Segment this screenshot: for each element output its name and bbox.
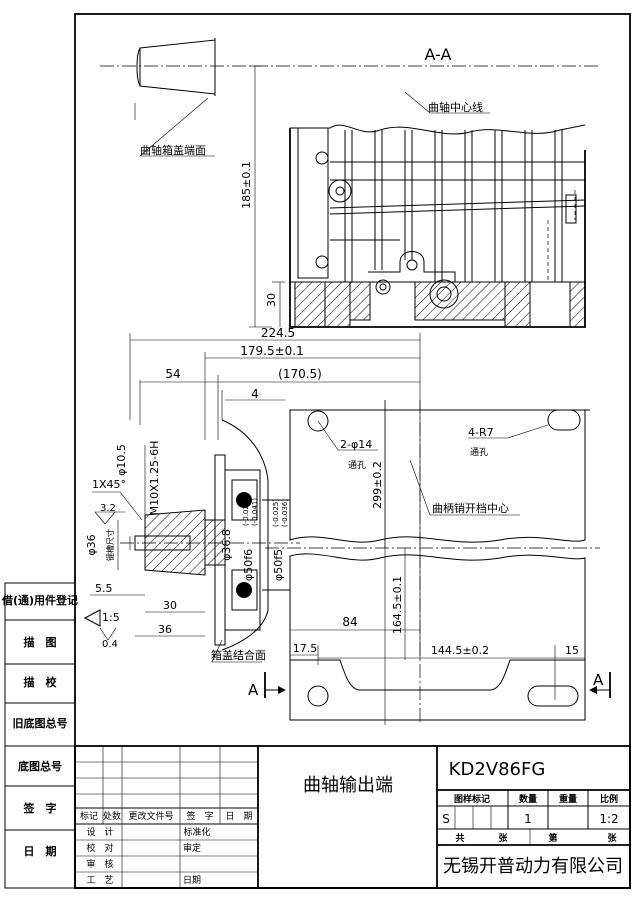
dim-179-5: 179.5±0.1 (240, 344, 304, 358)
dim-dia36-8: φ36.8 (220, 529, 233, 561)
label-cover-mating-face: 箱盖结合面 (211, 648, 266, 662)
label-standard: 标准化 (183, 826, 210, 838)
tol-f6-upper: (-0.025) (242, 498, 250, 526)
label-roughness: 3.2 (100, 503, 116, 514)
qty-value: 1 (524, 812, 532, 826)
section-marker-left: A (248, 681, 259, 699)
company-name: 无锡开普动力有限公司 (443, 856, 623, 877)
side-row-6: 签 字 (23, 801, 57, 815)
rev-header-1: 标记 (80, 810, 98, 822)
mark-value: S (442, 812, 450, 826)
side-row-4: 旧底图总号 (13, 716, 68, 730)
sheet-unit-2: 张 (607, 832, 617, 844)
tol-f6-lower: (-0.041) (251, 498, 259, 526)
rev-header-4: 签 字 (186, 810, 213, 822)
rev-header-2: 处数 (103, 810, 121, 822)
label-taper-tol: 0.4 (102, 639, 118, 650)
header-weight: 重量 (559, 793, 577, 805)
dim-30: 30 (265, 293, 278, 307)
rev-header-5: 日 期 (225, 811, 252, 822)
dim-dia50f6: φ50f6 (242, 549, 255, 581)
dim-144-5: 144.5±0.2 (431, 644, 489, 657)
dim-dia50f5: φ50f5 (272, 549, 285, 581)
part-number: KD2V86FG (449, 759, 546, 780)
dim-170-5: (170.5) (278, 367, 322, 381)
dim-5-5: 5.5 (95, 582, 113, 595)
dim-84: 84 (342, 615, 357, 629)
tol-f5-lower: (-0.036) (281, 499, 289, 527)
label-process: 工 艺 (86, 875, 113, 886)
label-taper: 1:5 (102, 611, 120, 624)
header-mark: 图样标记 (454, 793, 490, 805)
label-design: 设 计 (86, 826, 113, 838)
dim-sec-30: 30 (163, 599, 177, 612)
dim-54: 54 (165, 367, 180, 381)
label-approve: 审定 (183, 842, 201, 854)
sheet-unit: 张 (498, 832, 508, 844)
scale-value: 1:2 (599, 812, 618, 826)
section-view (289, 124, 586, 328)
dim-thread: M10X1.25-6H (148, 441, 161, 516)
title-block (74, 745, 631, 889)
dim-299: 299±0.2 (371, 461, 384, 509)
rev-header-3: 更改文件号 (128, 810, 173, 822)
plan-view (265, 400, 600, 725)
dim-185: 185±0.1 (240, 161, 253, 209)
dim-17-5: 17.5 (293, 642, 318, 655)
side-row-3: 描 校 (24, 675, 58, 689)
side-row-5: 底图总号 (18, 759, 62, 773)
side-table: 借(通)用件登记 描 图 描 校 旧底图总号 底图总号 签 字 日 期 (1, 593, 78, 858)
side-row-2: 描 图 (24, 635, 57, 649)
dim-dia36: φ36 (85, 534, 98, 555)
dim-sec-36: 36 (158, 623, 172, 636)
dim-15: 15 (565, 644, 579, 657)
label-holes-4r7: 4-R7 (468, 426, 494, 439)
label-crankcase-cover-face: 曲轴箱盖端面 (140, 143, 206, 157)
section-marker-right: A (593, 671, 604, 689)
label-keyway: 键槽尺寸 (105, 529, 115, 561)
sheet-total: 共 (455, 832, 464, 844)
header-scale: 比例 (600, 793, 618, 805)
shaft-section (120, 419, 300, 651)
dim-164-5: 164.5±0.1 (391, 576, 404, 634)
tol-f5-upper: (-0.025) (272, 499, 280, 527)
side-row-1: 借(通)用件登记 (1, 593, 78, 607)
dim-dia10-5: φ10.5 (115, 444, 128, 476)
label-review: 审 核 (86, 858, 113, 870)
label-check: 校 对 (86, 842, 113, 854)
title-block-text: 标记 处数 更改文件号 签 字 日 期 设 计 校 对 审 核 工 艺 标准化 … (80, 759, 623, 886)
side-row-7: 日 期 (24, 844, 57, 858)
sheet-no: 第 (548, 832, 557, 844)
label-date: 日期 (183, 875, 201, 886)
dim-224-5: 224.5 (261, 326, 295, 340)
section-label: A-A (425, 45, 452, 64)
label-holes-2x14: 2-φ14 (340, 438, 372, 451)
header-qty: 数量 (519, 793, 537, 805)
dim-4: 4 (251, 387, 259, 401)
section-markers (264, 672, 611, 698)
label-chamfer: 1X45° (92, 478, 126, 491)
drawing-title: 曲轴输出端 (303, 775, 393, 796)
label-through-1: 通孔 (348, 460, 366, 471)
drawing-frame (4, 13, 631, 889)
label-through-2: 通孔 (470, 447, 488, 458)
top-shaft (100, 38, 600, 120)
label-handle-pin-center: 曲柄销开档中心 (432, 501, 509, 515)
label-crank-centerline: 曲轴中心线 (428, 100, 483, 114)
